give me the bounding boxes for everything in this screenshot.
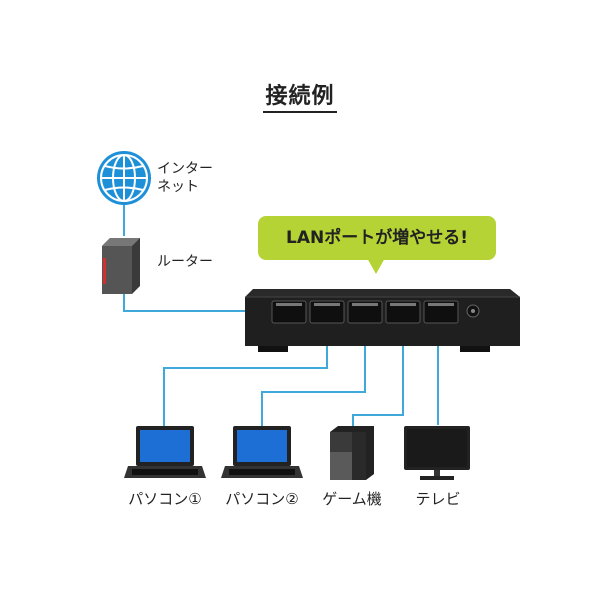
pc2-label: パソコン② xyxy=(225,490,299,508)
game-label: ゲーム機 xyxy=(322,490,382,508)
callout-tail xyxy=(367,258,385,274)
game-console-icon xyxy=(330,426,374,480)
monitor-icon xyxy=(404,426,470,480)
laptop-icon-pc2 xyxy=(221,426,303,478)
internet-label-line1: インター xyxy=(157,161,213,177)
cable-switch-game xyxy=(352,317,404,428)
router-label: ルーター xyxy=(157,254,213,270)
cable-switch-pc2 xyxy=(261,317,366,430)
globe-icon xyxy=(97,151,151,205)
callout-bubble: LANポートが増やせる! xyxy=(258,216,496,260)
cable-router-switch xyxy=(123,293,290,312)
laptop-icon-pc1 xyxy=(124,426,206,478)
tv-label: テレビ xyxy=(415,490,461,508)
switch-icon xyxy=(245,289,520,352)
pc1-label: パソコン① xyxy=(128,490,202,508)
title-underline xyxy=(263,111,337,113)
internet-label-line2: ネット xyxy=(157,179,199,195)
router-icon xyxy=(102,238,140,294)
diagram-title: 接続例 xyxy=(265,84,335,109)
